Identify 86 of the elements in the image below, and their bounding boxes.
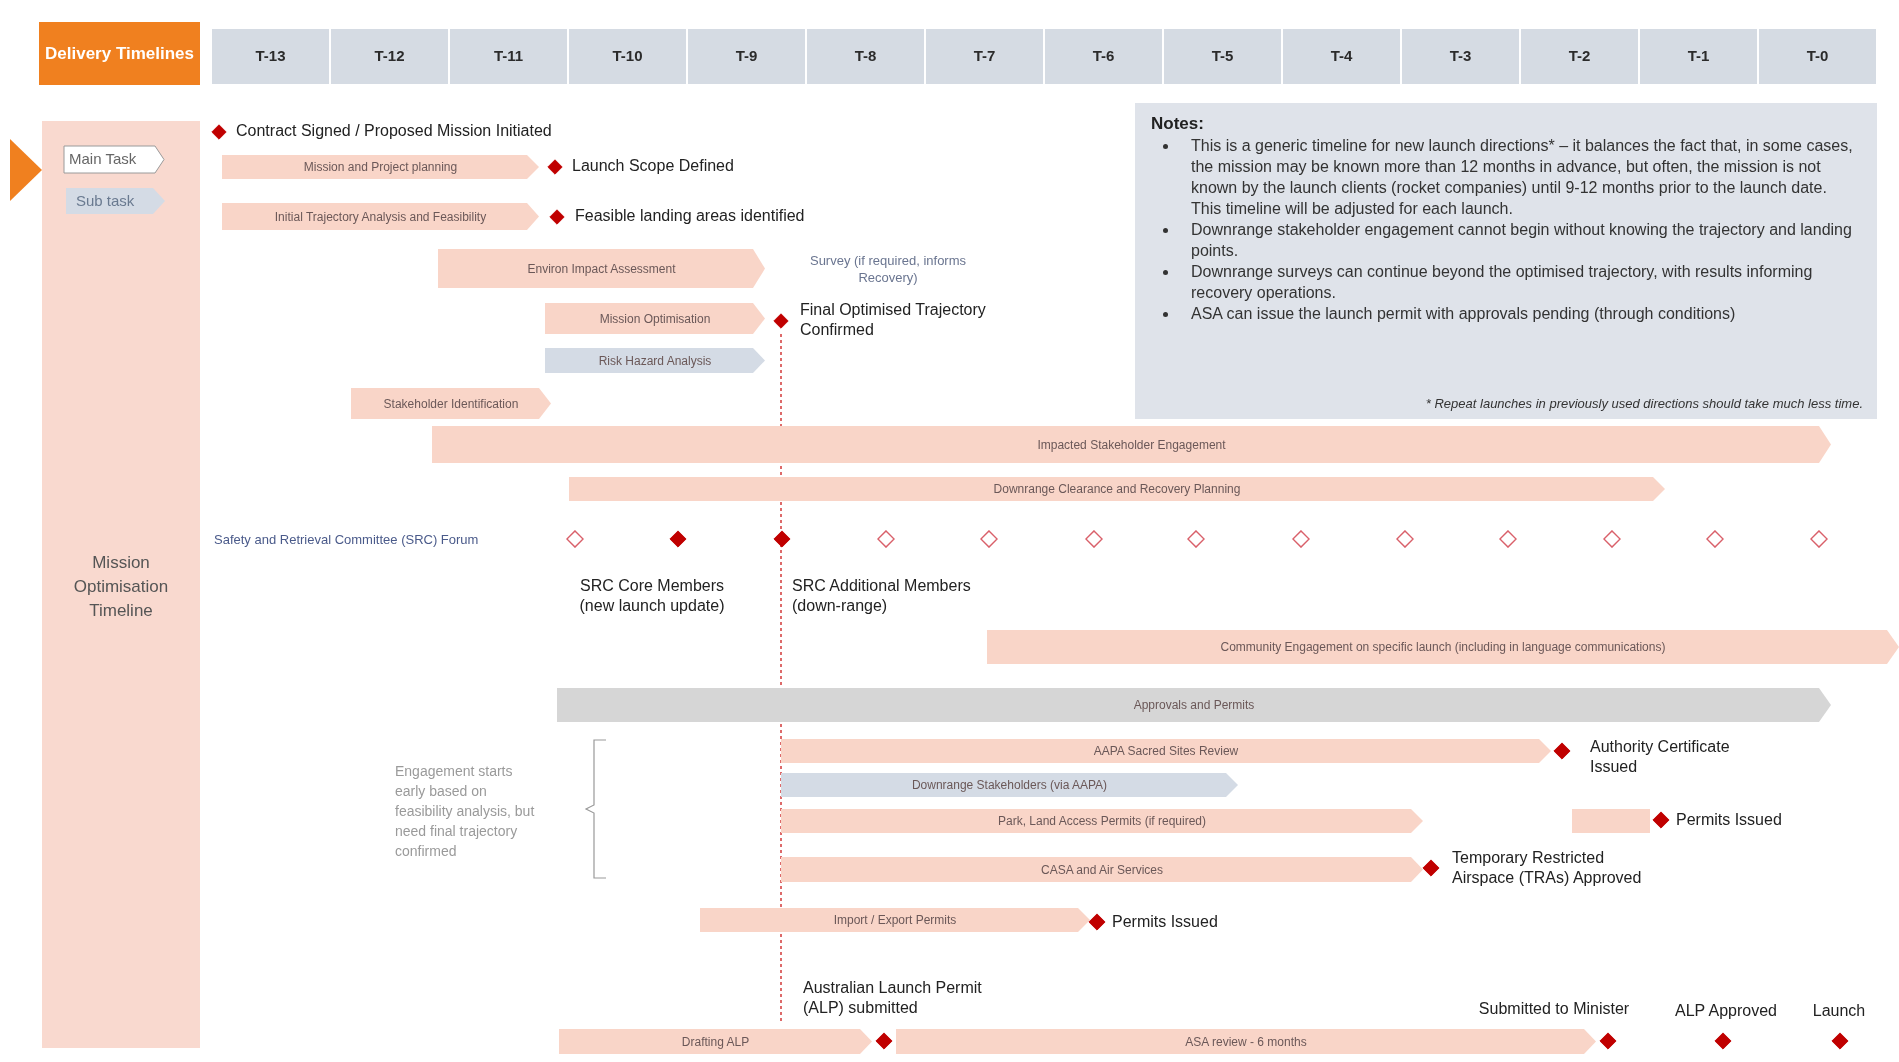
task-bar: Downrange Stakeholders (via AAPA) bbox=[781, 773, 1238, 797]
milestone-diamond bbox=[1499, 530, 1517, 548]
section-heading: Delivery Timelines bbox=[39, 22, 200, 85]
task-bar: Drafting ALP bbox=[559, 1029, 872, 1054]
milestone-diamond bbox=[549, 209, 565, 225]
note-item: Downrange stakeholder engagement cannot begin without knowing the trajectory and landing points. bbox=[1191, 221, 1852, 259]
milestone-label: Permits Issued bbox=[1676, 810, 1783, 830]
footnote: * Repeat launches in previously used directions should take much less time. bbox=[1425, 394, 1863, 413]
annotation-text: Engagement starts early based on feasibility analysis, but need final trajectory confirmed bbox=[395, 762, 536, 861]
milestone-diamond bbox=[1652, 811, 1670, 829]
task-bar: Park, Land Access Permits (if required) bbox=[781, 809, 1423, 833]
period-header: T-10 bbox=[569, 29, 686, 84]
task-bar: Impacted Stakeholder Engagement bbox=[432, 426, 1831, 463]
milestone-diamond bbox=[1085, 530, 1103, 548]
milestone-diamond bbox=[547, 159, 563, 175]
milestone-diamond bbox=[566, 530, 584, 548]
task-bar: Downrange Clearance and Recovery Planning bbox=[569, 477, 1665, 501]
milestone-label: SRC Core Members (new launch update) bbox=[578, 576, 726, 616]
milestone-diamond bbox=[773, 530, 791, 548]
milestone-diamond bbox=[1599, 1032, 1617, 1050]
milestone-diamond bbox=[1714, 1032, 1732, 1050]
period-header: T-6 bbox=[1045, 29, 1162, 84]
task-bar bbox=[1572, 809, 1650, 833]
milestone-diamond bbox=[211, 124, 227, 140]
period-header: T-11 bbox=[450, 29, 567, 84]
milestone-diamond bbox=[1422, 859, 1440, 877]
milestone-label: Temporary Restricted Airspace (TRAs) Approved bbox=[1452, 848, 1643, 888]
timeline-band bbox=[42, 121, 200, 1048]
note-item: This is a generic timeline for new launch directions* – it balances the fact that, in some cases, the mission may be known more than 12 months in advance, but often, the mission is not known by the launch clients (rocket companies) until 9-12 months prior to the launch date. This timeline will be adjusted for each launch. bbox=[1191, 137, 1853, 217]
milestone-label: Launch Scope Defined bbox=[572, 156, 735, 176]
task-bar: CASA and Air Services bbox=[781, 857, 1423, 882]
milestone-diamond bbox=[1088, 913, 1106, 931]
band-title: Mission Optimisation Timeline bbox=[72, 552, 170, 622]
notes-panel bbox=[1135, 103, 1877, 419]
milestone-diamond bbox=[980, 530, 998, 548]
task-bar: Mission Optimisation bbox=[545, 303, 765, 334]
milestone-label: ALP Approved bbox=[1674, 1001, 1778, 1021]
sub-task-key: Sub task bbox=[66, 188, 165, 214]
task-bar: Environ Impact Assessment bbox=[438, 249, 765, 288]
period-header: T-2 bbox=[1521, 29, 1638, 84]
task-bar: Community Engagement on specific launch (including in language communications) bbox=[987, 630, 1899, 664]
notes-heading: Notes: bbox=[1151, 113, 1205, 135]
task-bar: Initial Trajectory Analysis and Feasibility bbox=[222, 203, 539, 230]
task-bar: Approvals and Permits bbox=[557, 688, 1831, 722]
milestone-label: Permits Issued bbox=[1112, 912, 1219, 932]
note-item: ASA can issue the launch permit with approvals pending (through conditions) bbox=[1191, 305, 1736, 322]
task-bar: ASA review - 6 months bbox=[896, 1029, 1596, 1054]
milestone-diamond bbox=[1810, 530, 1828, 548]
task-bar: Mission and Project planning bbox=[222, 155, 539, 179]
period-header: T-8 bbox=[807, 29, 924, 84]
task-bar: Stakeholder Identification bbox=[351, 388, 551, 419]
period-header: T-0 bbox=[1759, 29, 1876, 84]
milestone-label: Contract Signed / Proposed Mission Initiated bbox=[236, 121, 553, 141]
milestone-diamond bbox=[875, 1032, 893, 1050]
milestone-diamond bbox=[1831, 1032, 1849, 1050]
milestone-label: Feasible landing areas identified bbox=[575, 206, 806, 226]
milestone-label: Final Optimised Trajectory Confirmed bbox=[800, 300, 987, 340]
period-header: T-3 bbox=[1402, 29, 1519, 84]
task-bar: Import / Export Permits bbox=[700, 908, 1090, 932]
milestone-label: Authority Certificate Issued bbox=[1590, 737, 1730, 777]
task-note: Survey (if required, informs Recovery) bbox=[808, 252, 968, 286]
period-header: T-7 bbox=[926, 29, 1043, 84]
milestone-diamond bbox=[1553, 742, 1571, 760]
milestone-diamond bbox=[877, 530, 895, 548]
period-header: T-1 bbox=[1640, 29, 1757, 84]
milestone-label: Australian Launch Permit (ALP) submitted bbox=[803, 978, 983, 1018]
milestone-diamond bbox=[1292, 530, 1310, 548]
milestone-diamond bbox=[773, 313, 789, 329]
task-bar: AAPA Sacred Sites Review bbox=[781, 739, 1551, 763]
note-item: Downrange surveys can continue beyond the optimised trajectory, with results informing recovery operations. bbox=[1191, 263, 1813, 301]
period-header: T-13 bbox=[212, 29, 329, 84]
period-header: T-9 bbox=[688, 29, 805, 84]
milestone-label: SRC Additional Members (down-range) bbox=[792, 576, 972, 616]
row-label: Safety and Retrieval Committee (SRC) Forum bbox=[214, 531, 480, 549]
period-header: T-5 bbox=[1164, 29, 1281, 84]
period-header: T-4 bbox=[1283, 29, 1400, 84]
milestone-diamond bbox=[1706, 530, 1724, 548]
task-bar: Risk Hazard Analysis bbox=[545, 348, 765, 373]
main-task-key: Main Task bbox=[63, 145, 165, 174]
milestone-label: Launch bbox=[1811, 1001, 1867, 1021]
milestone-diamond bbox=[1396, 530, 1414, 548]
milestone-label: Submitted to Minister bbox=[1477, 999, 1631, 1019]
period-header: T-12 bbox=[331, 29, 448, 84]
milestone-diamond bbox=[1187, 530, 1205, 548]
milestone-diamond bbox=[669, 530, 687, 548]
milestone-diamond bbox=[1603, 530, 1621, 548]
